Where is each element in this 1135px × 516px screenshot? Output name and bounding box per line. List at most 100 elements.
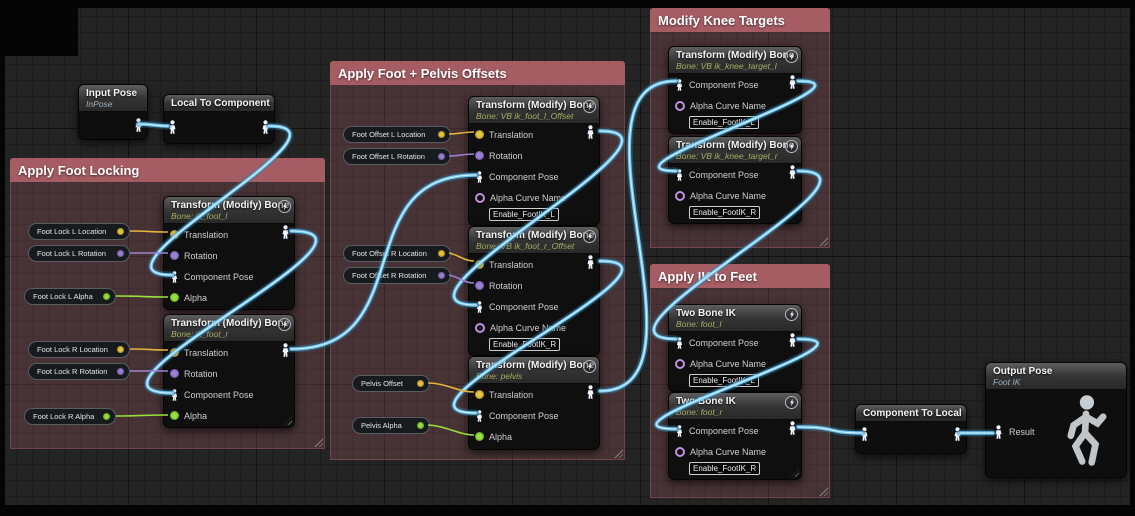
pin-dot-name (675, 190, 685, 201)
pin-dot-location (438, 131, 445, 138)
pin-alpha-curve-name[interactable]: Alpha Curve Name (669, 95, 801, 116)
node-transform-modify-bone-ik-foot-r[interactable]: Transform (Modify) Bone Bone: ik_foot_r … (163, 314, 295, 428)
pin-alpha-curve-name[interactable]: Alpha Curve Name (469, 187, 599, 208)
pose-output-pin[interactable] (787, 333, 798, 347)
pin-component-pose[interactable]: Component Pose (469, 296, 599, 317)
pin-component-pose[interactable]: Component Pose (669, 332, 801, 353)
pose-pin-person-icon (675, 425, 684, 437)
node-title: Transform (Modify) Bone (676, 140, 795, 151)
pose-output-pin[interactable] (787, 165, 798, 179)
pose-output-pin[interactable] (585, 385, 596, 399)
pin-component-pose[interactable]: Component Pose (164, 266, 294, 287)
alpha-curve-name-input[interactable]: Enable_FootIK_R (489, 338, 561, 351)
pin-label: Component Pose (184, 271, 254, 282)
variable-pill-foot-lock-r-location[interactable]: Foot Lock R Location (28, 341, 130, 358)
pose-output-pin[interactable] (787, 75, 798, 89)
pose-pin-person-icon (675, 79, 684, 91)
variable-pill-pelvis-alpha[interactable]: Pelvis Alpha (352, 417, 430, 434)
node-transform-modify-bone-vb-ik-foot-r-offset[interactable]: Transform (Modify) Bone Bone: VB ik_foot… (468, 226, 600, 356)
alpha-curve-name-input[interactable]: Enable_FootIK_L (689, 116, 759, 129)
fast-path-icon (785, 140, 798, 153)
pin-rotation[interactable]: Rotation (469, 145, 599, 166)
comment-header[interactable]: Apply IK to Feet (650, 264, 830, 288)
pin-alpha-curve-name[interactable]: Alpha Curve Name (669, 353, 801, 374)
pin-translation[interactable]: Translation (164, 342, 294, 363)
node-transform-modify-bone-vb-ik-knee-target-l[interactable]: Transform (Modify) Bone Bone: VB ik_knee… (668, 46, 802, 134)
pose-input-pin[interactable] (859, 427, 870, 441)
variable-pill-foot-lock-r-alpha[interactable]: Foot Lock R Alpha (24, 408, 116, 425)
pin-component-pose[interactable]: Component Pose (164, 384, 294, 405)
pin-component-pose[interactable]: Component Pose (469, 405, 599, 426)
alpha-curve-name-input[interactable]: Enable_FootIK_L (689, 374, 759, 387)
alpha-curve-name-input[interactable]: Enable_FootIK_R (689, 206, 761, 219)
alpha-curve-name-input[interactable]: Enable_FootIK_L (489, 208, 559, 221)
pin-alpha[interactable]: Alpha (164, 287, 294, 308)
pose-output-pin[interactable] (260, 120, 271, 134)
variable-pill-foot-offset-r-rotation[interactable]: Foot Offset R Rotation (343, 267, 451, 284)
node-output-pose[interactable]: Output Pose Foot IK Result (985, 362, 1127, 478)
pin-component-pose[interactable]: Component Pose (469, 166, 599, 187)
pin-label: Alpha Curve Name (690, 446, 767, 457)
pin-result[interactable]: Result (993, 425, 1035, 439)
node-input-pose[interactable]: Input Pose InPose (78, 84, 148, 140)
pin-alpha-curve-name[interactable]: Alpha Curve Name (669, 185, 801, 206)
pin-label: Rotation (489, 280, 523, 291)
pose-output-pin[interactable] (133, 118, 144, 132)
pose-output-pin[interactable] (585, 125, 596, 139)
pin-component-pose[interactable]: Component Pose (669, 164, 801, 185)
variable-pill-foot-lock-l-location[interactable]: Foot Lock L Location (28, 223, 130, 240)
pin-rotation[interactable]: Rotation (164, 245, 294, 266)
pin-translation[interactable]: Translation (469, 124, 599, 145)
node-subtitle-bone: Bone: foot_r (676, 407, 723, 417)
pin-alpha-curve-name[interactable]: Alpha Curve Name (469, 317, 599, 338)
pin-translation[interactable]: Translation (164, 224, 294, 245)
pose-output-pin[interactable] (787, 421, 798, 435)
pin-dot-location (475, 130, 484, 139)
variable-pill-foot-lock-l-rotation[interactable]: Foot Lock L Rotation (28, 245, 130, 262)
comment-header[interactable]: Apply Foot Locking (10, 158, 325, 182)
node-local-to-component[interactable]: Local To Component (163, 94, 275, 144)
comment-header[interactable]: Modify Knee Targets (650, 8, 830, 32)
node-transform-modify-bone-pelvis[interactable]: Transform (Modify) Bone Bone: pelvis Tra… (468, 356, 600, 450)
variable-pill-foot-lock-l-alpha[interactable]: Foot Lock L Alpha (24, 288, 116, 305)
pill-label: Foot Lock L Location (37, 227, 107, 236)
node-two-bone-ik-foot-l[interactable]: Two Bone IK Bone: foot_l Component Pose … (668, 304, 802, 392)
pose-output-pin[interactable] (280, 225, 291, 239)
pin-component-pose[interactable]: Component Pose (669, 74, 801, 95)
pin-alpha[interactable]: Alpha (469, 426, 599, 447)
node-subtitle: Foot IK (993, 377, 1021, 387)
node-title: Input Pose (86, 88, 138, 99)
pin-component-pose[interactable]: Component Pose (669, 420, 801, 441)
variable-pill-foot-offset-l-rotation[interactable]: Foot Offset L Rotation (343, 148, 451, 165)
pin-alpha-curve-name[interactable]: Alpha Curve Name (669, 441, 801, 462)
pin-translation[interactable]: Translation (469, 384, 599, 405)
node-title: Local To Component (171, 98, 270, 109)
pose-input-pin[interactable] (167, 120, 178, 134)
pin-rotation[interactable]: Rotation (164, 363, 294, 384)
node-transform-modify-bone-vb-ik-foot-l-offset[interactable]: Transform (Modify) Bone Bone: VB ik_foot… (468, 96, 600, 226)
fast-path-icon (785, 396, 798, 409)
pill-label: Foot Offset R Location (352, 249, 427, 258)
fast-path-icon (278, 318, 291, 331)
pin-translation[interactable]: Translation (469, 254, 599, 275)
pin-alpha[interactable]: Alpha (164, 405, 294, 426)
node-two-bone-ik-foot-r[interactable]: Two Bone IK Bone: foot_r Component Pose … (668, 392, 802, 480)
variable-pill-pelvis-offset[interactable]: Pelvis Offset (352, 375, 430, 392)
pin-rotation[interactable]: Rotation (469, 275, 599, 296)
pose-output-pin[interactable] (280, 343, 291, 357)
alpha-curve-name-input[interactable]: Enable_FootIK_R (689, 462, 761, 475)
pose-output-pin[interactable] (952, 427, 963, 441)
node-component-to-local[interactable]: Component To Local (855, 404, 967, 454)
pose-output-pin[interactable] (585, 255, 596, 269)
fast-path-icon (583, 230, 596, 243)
comment-header[interactable]: Apply Foot + Pelvis Offsets (330, 61, 625, 85)
node-transform-modify-bone-ik-foot-l[interactable]: Transform (Modify) Bone Bone: ik_foot_l … (163, 196, 295, 310)
variable-pill-foot-offset-r-location[interactable]: Foot Offset R Location (343, 245, 451, 262)
node-title: Transform (Modify) Bone (171, 200, 290, 211)
viewport-corner-block (0, 0, 78, 56)
node-transform-modify-bone-vb-ik-knee-target-r[interactable]: Transform (Modify) Bone Bone: VB ik_knee… (668, 136, 802, 224)
variable-pill-foot-offset-l-location[interactable]: Foot Offset L Location (343, 126, 451, 143)
pose-pin-person-icon (475, 171, 484, 183)
variable-pill-foot-lock-r-rotation[interactable]: Foot Lock R Rotation (28, 363, 130, 380)
